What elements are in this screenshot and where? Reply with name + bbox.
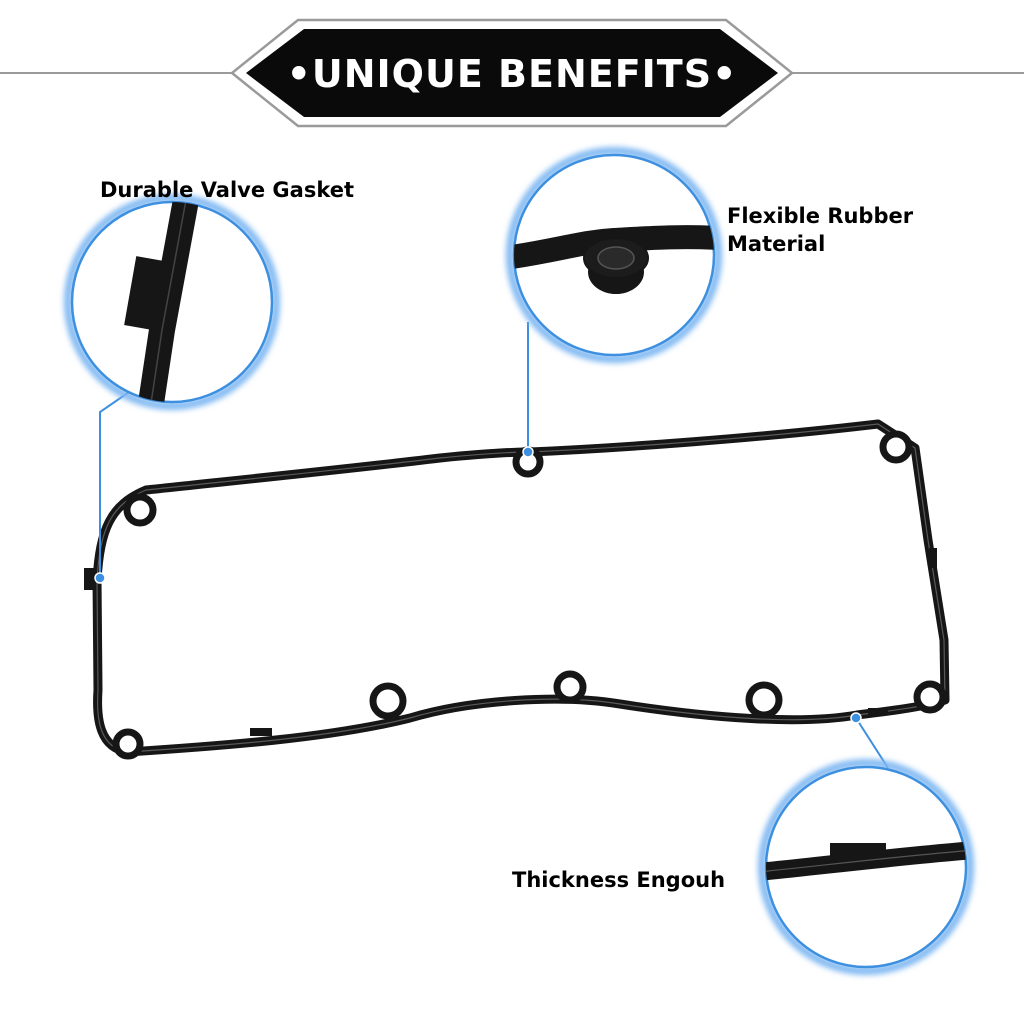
- gasket-tab: [868, 708, 888, 715]
- callout-label-durable: Durable Valve Gasket: [100, 178, 354, 202]
- bolt-hole: [123, 493, 157, 527]
- callout-label-flexible: Flexible Rubber Material: [727, 202, 913, 258]
- callout-label-flexible-line1: Flexible Rubber: [727, 204, 914, 228]
- bolt-hole: [913, 680, 947, 714]
- anchor-dots: [94, 446, 862, 724]
- gasket-bolt-holes: [112, 430, 947, 760]
- zoom-detail-eyelet: [514, 225, 714, 294]
- zoom-detail-edge: [124, 202, 199, 402]
- gasket-tab: [929, 548, 937, 568]
- zoom-circle-durable: [64, 194, 280, 410]
- bolt-hole: [745, 681, 783, 719]
- bolt-hole: [553, 670, 587, 704]
- bolt-hole: [879, 430, 913, 464]
- callout-label-flexible-line2: Material: [727, 232, 826, 256]
- callout-label-thickness: Thickness Engouh: [512, 868, 726, 892]
- banner-title: •UNIQUE BENEFITS•: [286, 52, 738, 96]
- anchor-dot: [94, 572, 106, 584]
- zoom-circle-thickness: [758, 759, 974, 975]
- gasket-tab: [250, 728, 272, 736]
- anchor-dot: [850, 712, 862, 724]
- anchor-dot: [522, 446, 534, 458]
- bolt-hole: [369, 682, 407, 720]
- bolt-hole: [112, 728, 144, 760]
- zoom-detail-thickness: [766, 841, 966, 881]
- valve-gasket: [84, 419, 950, 760]
- banner-shape: [246, 29, 778, 117]
- leader-line-thickness: [855, 717, 889, 769]
- banner: [0, 18, 1024, 128]
- gasket-tab: [84, 568, 96, 590]
- zoom-circle-flexible: [506, 147, 722, 363]
